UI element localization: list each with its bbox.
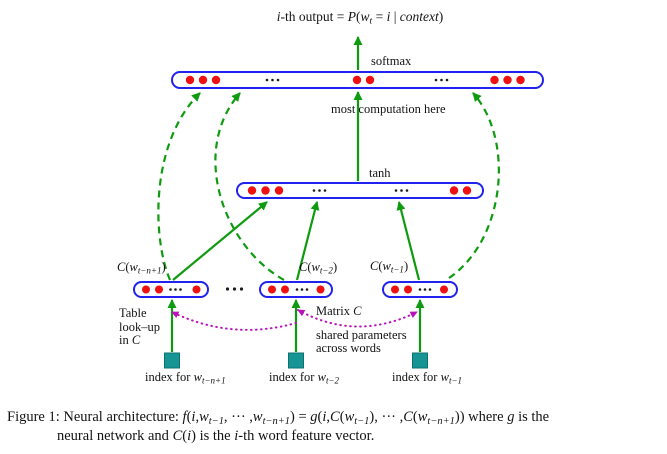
embedding-label-3: C(wt−1): [370, 259, 409, 275]
figure-caption-line-1: Figure 1: Neural architecture: f(i,wt−1,…: [7, 409, 550, 427]
index-box-3: [412, 352, 428, 369]
index-label-2: index for wt−2: [269, 370, 340, 386]
tanh-label: tanh: [369, 166, 391, 180]
softmax-layer: [171, 71, 544, 89]
table-lookup-line2: look–up: [119, 319, 160, 334]
skip-connection-middle: [214, 92, 285, 281]
output-probability-label: i-th output = P(wt = i | context): [276, 9, 444, 27]
between-ellipsis: [225, 287, 244, 291]
skip-connection-right: [448, 92, 500, 279]
index-label-1: index for wt−n+1: [145, 370, 226, 386]
arrow-emb1-to-tanh: [172, 201, 268, 281]
shared-link-right: [297, 309, 418, 328]
table-lookup-line3: in C: [119, 333, 141, 347]
table-lookup-line1: Table: [119, 306, 147, 320]
index-box-1: [164, 352, 180, 369]
forward-arrows: [167, 36, 425, 352]
tanh-layer: [236, 182, 484, 199]
embedding-layer-1: [133, 281, 209, 298]
shared-link-left: [171, 311, 297, 331]
embedding-label-1: C(wt−n+1): [117, 260, 166, 276]
arrow-emb2-to-tanh: [295, 201, 320, 281]
index-label-3: index for wt−1: [392, 370, 463, 386]
embedding-layer-2: [259, 281, 333, 298]
embedding-label-2: C(wt−2): [299, 260, 338, 276]
matrix-c-label: Matrix C: [316, 304, 362, 318]
table-lookup-note: Table look–up in C: [119, 306, 160, 348]
arrow-emb3-to-tanh: [396, 201, 421, 281]
figure-caption-line-2: neural network and C(i) is the i-th word…: [57, 428, 375, 444]
index-boxes: [164, 352, 428, 369]
across-words-label: across words: [316, 341, 381, 355]
embedding-layer-3: [382, 281, 458, 298]
shared-params-link: [171, 309, 418, 331]
most-computation-label: most computation here: [331, 102, 446, 116]
skip-connections: [157, 92, 500, 281]
skip-connection-left: [157, 92, 201, 281]
softmax-label: softmax: [371, 54, 412, 68]
shared-parameters-label: shared parameters: [316, 328, 407, 342]
index-box-2: [288, 352, 304, 369]
